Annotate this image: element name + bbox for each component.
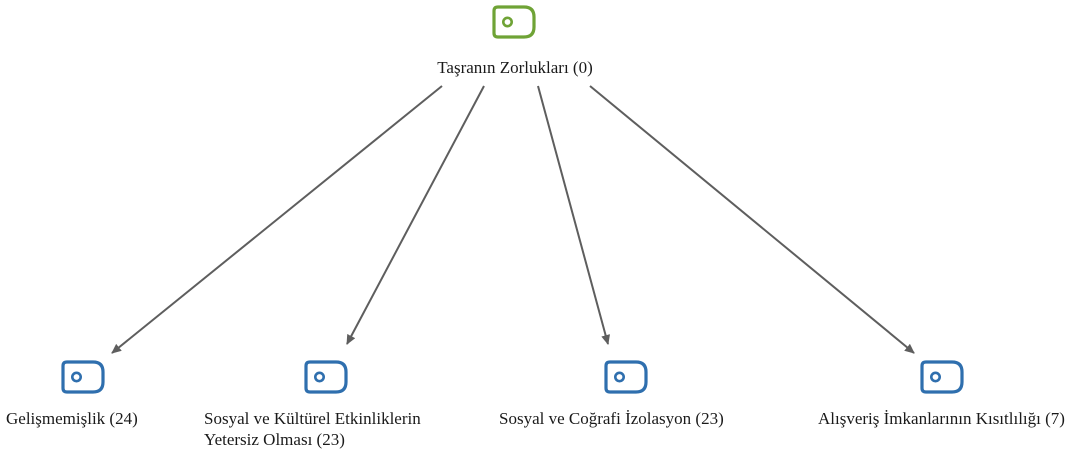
- child-node-icon-4[interactable]: [920, 360, 964, 394]
- edges: [111, 85, 915, 354]
- edge-root-to-child-3: [537, 85, 610, 345]
- code-tag-icon: [304, 360, 348, 394]
- code-tag-icon: [920, 360, 964, 394]
- code-tag-icon: [61, 360, 105, 394]
- edge-root-to-child-4: [589, 85, 915, 354]
- child-node-label-2[interactable]: Sosyal ve Kültürel Etkinliklerin Yetersi…: [204, 409, 421, 449]
- root-node-icon[interactable]: [492, 5, 536, 39]
- child-node-label-1[interactable]: Gelişmemişlik (24): [6, 409, 138, 428]
- child-node-label-3[interactable]: Sosyal ve Coğrafi İzolasyon (23): [499, 409, 724, 428]
- child-node-icon-1[interactable]: [61, 360, 105, 394]
- child-node-label-4[interactable]: Alışveriş İmkanlarının Kısıtlılığı (7): [818, 409, 1065, 428]
- code-tag-icon: [492, 5, 536, 39]
- root-node-label[interactable]: Taşranın Zorlukları (0): [437, 58, 593, 77]
- child-node-icon-2[interactable]: [304, 360, 348, 394]
- child-node-icon-3[interactable]: [604, 360, 648, 394]
- edge-root-to-child-2: [346, 85, 485, 345]
- edge-root-to-child-1: [111, 85, 443, 354]
- code-tag-icon: [604, 360, 648, 394]
